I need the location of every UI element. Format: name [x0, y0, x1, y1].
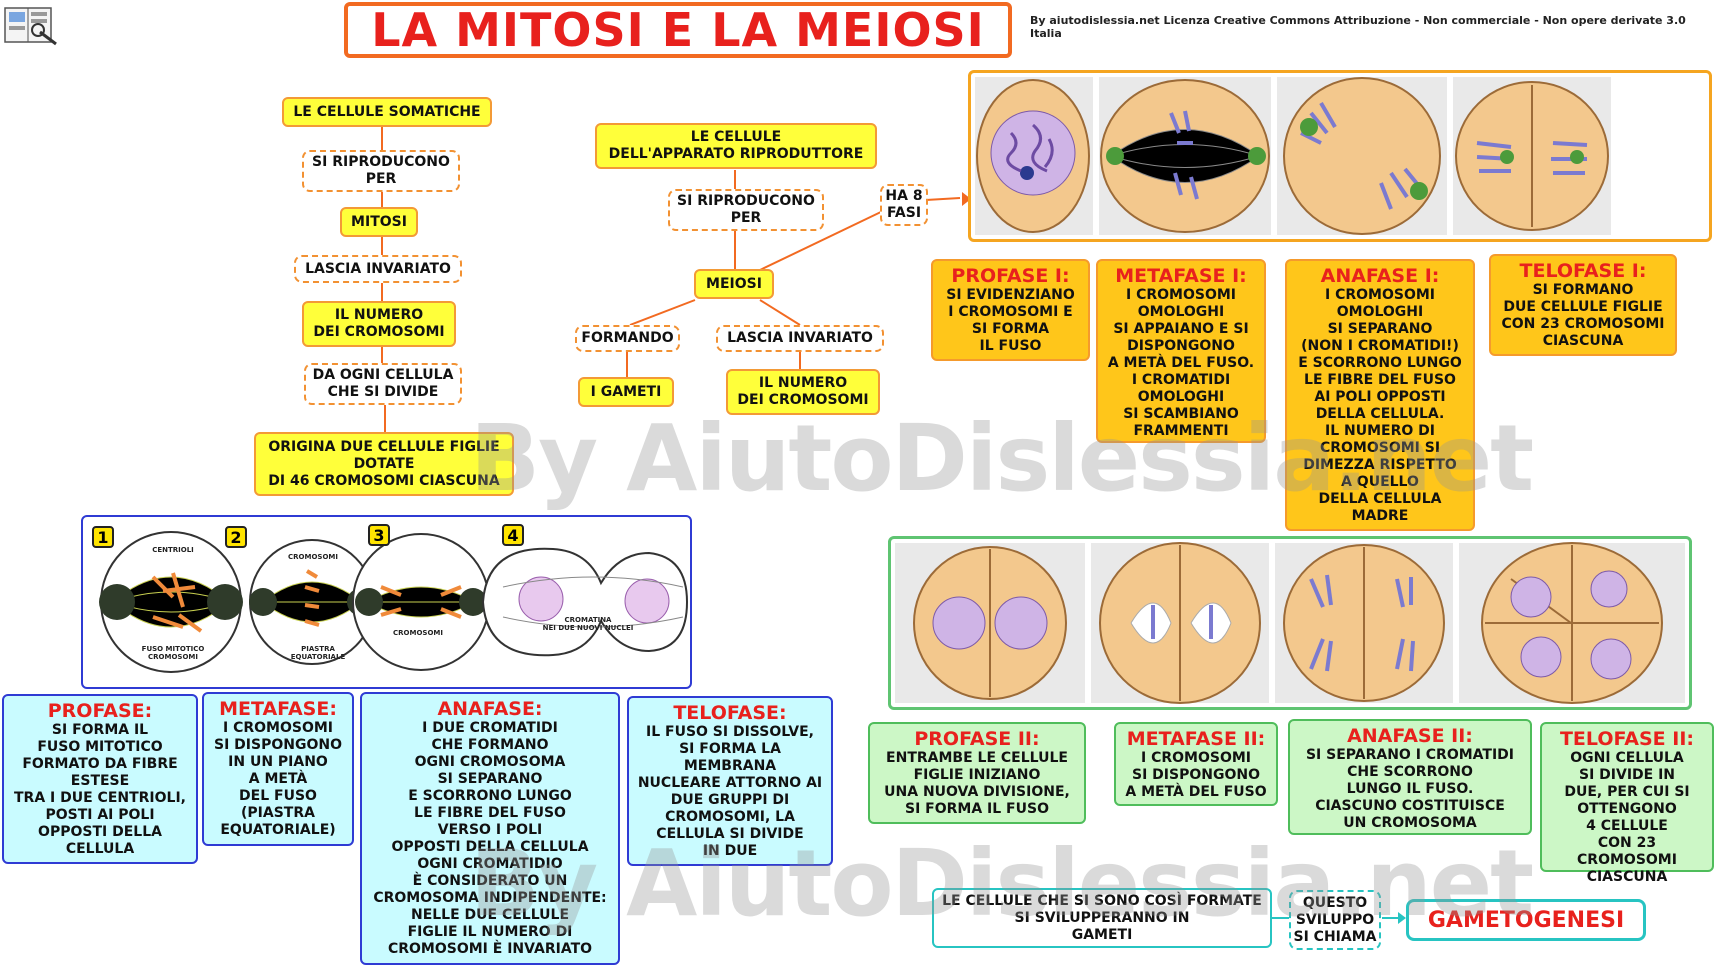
meiosis-phase-telofase-one: TELOFASE I: SI FORMANO DUE CELLULE FIGLI… — [1489, 254, 1677, 356]
meiosis-phase-metafase-one: METAFASE I: I CROMOSOMI OMOLOGHI SI APPA… — [1096, 259, 1266, 443]
label-piastra-equatoriale: PIASTRA EQUATORIALE — [290, 645, 346, 661]
book-icon — [4, 7, 57, 46]
meiosis-two-image-strip — [888, 536, 1692, 710]
mitosis-phase-telofase: TELOFASE: IL FUSO SI DISSOLVE, SI FORMA … — [627, 696, 833, 866]
label-fuso-mitotico: FUSO MITOTICO CROMOSOMI — [141, 645, 205, 661]
license-credit: By aiutodislessia.net Licenza Creative C… — [1030, 14, 1686, 40]
somatic-cells-node: LE CELLULE SOMATICHE — [282, 97, 492, 127]
mitosi-node: MITOSI — [340, 207, 418, 237]
label-cromosomi-mid: CROMOSOMI — [393, 629, 443, 637]
label-cromatina: CROMATINA NEI DUE NUOVI NUCLEI — [542, 616, 634, 632]
mitosis-illustrations — [99, 531, 689, 673]
step-number-1: 1 — [92, 526, 114, 548]
meiosi-node: MEIOSI — [694, 269, 774, 299]
mitosis-phase-metafase: METAFASE: I CROMOSOMI SI DISPONGONO IN U… — [202, 692, 354, 846]
meiosis-phase-anafase-two: ANAFASE II: SI SEPARANO I CROMATIDI CHE … — [1288, 719, 1532, 835]
keeps-link-node: LASCIA INVARIATO — [294, 255, 462, 283]
meiosis-reproduce-link-node: SI RIPRODUCONO PER — [668, 189, 824, 231]
page-title-box: LA MITOSI E LA MEIOSI — [344, 2, 1012, 58]
mitosis-phase-profase: PROFASE: SI FORMA IL FUSO MITOTICO FORMA… — [2, 694, 198, 864]
page-title: LA MITOSI E LA MEIOSI — [371, 3, 985, 57]
meiosis-phase-profase-one: PROFASE I: SI EVIDENZIANO I CROMOSOMI E … — [931, 259, 1090, 361]
step-number-4: 4 — [502, 524, 524, 546]
meiosis-one-illustrations — [975, 77, 1611, 235]
reproduce-link-node: SI RIPRODUCONO PER — [302, 150, 460, 192]
called-link-node: QUESTO SVILUPPO SI CHIAMA — [1289, 890, 1381, 950]
from-each-cell-node: DA OGNI CELLULA CHE SI DIVIDE — [304, 363, 462, 405]
label-centrioli: CENTRIOLI — [152, 546, 194, 554]
logo — [2, 2, 58, 46]
meiosis-phase-metafase-two: METAFASE II: I CROMOSOMI SI DISPONGONO A… — [1114, 722, 1278, 806]
meiosis-phase-profase-two: PROFASE II: ENTRAMBE LE CELLULE FIGLIE I… — [868, 722, 1086, 824]
meiosis-chromosome-number-node: IL NUMERO DEI CROMOSOMI — [726, 369, 880, 415]
mitosis-phase-anafase: ANAFASE: I DUE CROMATIDI CHE FORMANO OGN… — [360, 692, 620, 965]
meiosis-keeps-link-node: LASCIA INVARIATO — [716, 325, 884, 352]
step-number-3: 3 — [368, 524, 390, 546]
reproductive-cells-node: LE CELLULE DELL'APPARATO RIPRODUTTORE — [595, 123, 877, 169]
meiosis-phase-anafase-one: ANAFASE I: I CROMOSOMI OMOLOGHI SI SEPAR… — [1285, 259, 1475, 531]
gametogenesis-node: GAMETOGENESI — [1406, 899, 1646, 941]
gametes-development-node: LE CELLULE CHE SI SONO COSÌ FORMATE SI S… — [932, 888, 1272, 948]
meiosis-phase-telofase-two: TELOFASE II: OGNI CELLULA SI DIVIDE IN D… — [1540, 722, 1714, 885]
mitosis-diagram: 1 2 3 4 CENTRIOLI FUSO MITOTICO CROMOSOM… — [81, 515, 692, 689]
meiosis-two-illustrations — [895, 542, 1685, 704]
label-cromosomi-top: CROMOSOMI — [288, 553, 338, 561]
forming-link-node: FORMANDO — [575, 325, 680, 352]
meiosis-one-image-strip — [968, 70, 1712, 242]
origin-node: ORIGINA DUE CELLULE FIGLIE DOTATE DI 46 … — [254, 432, 514, 496]
eight-phases-node: HA 8 FASI — [880, 184, 928, 226]
gametes-node: I GAMETI — [578, 377, 674, 407]
step-number-2: 2 — [225, 526, 247, 548]
chromosome-number-node: IL NUMERO DEI CROMOSOMI — [302, 301, 456, 347]
